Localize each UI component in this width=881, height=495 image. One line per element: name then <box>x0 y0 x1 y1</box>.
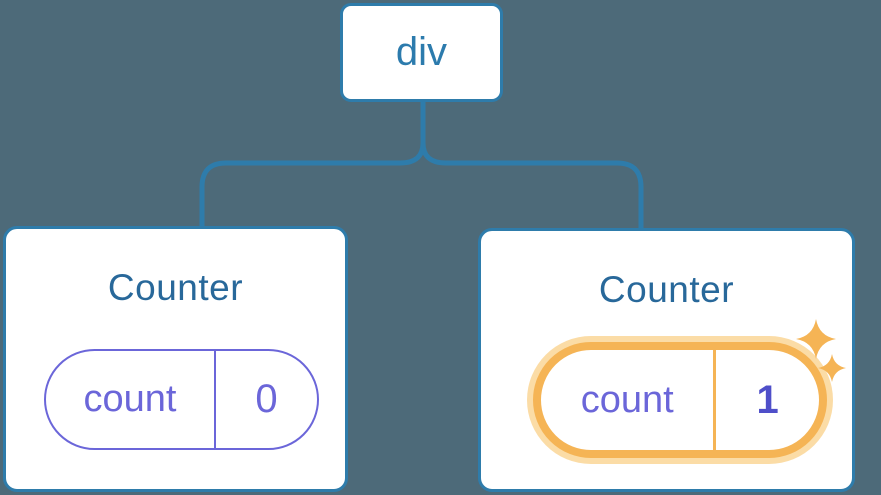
root-node-div: div <box>340 3 503 102</box>
counter-title: Counter <box>598 269 735 310</box>
state-value: 1 <box>713 350 819 450</box>
connector-left-branch <box>199 101 426 227</box>
state-pill-highlighted: count 1 <box>533 342 827 458</box>
connector-right-branch <box>420 101 644 230</box>
root-node-label: div <box>395 30 448 74</box>
state-pill: count 0 <box>44 349 319 450</box>
counter-node-right: Counter count 1 <box>478 228 855 492</box>
state-value: 0 <box>214 351 317 448</box>
state-key-label: count <box>580 378 674 421</box>
counter-title: Counter <box>107 267 244 308</box>
counter-node-left: Counter count 0 <box>3 226 348 492</box>
state-key-label: count <box>83 378 177 420</box>
